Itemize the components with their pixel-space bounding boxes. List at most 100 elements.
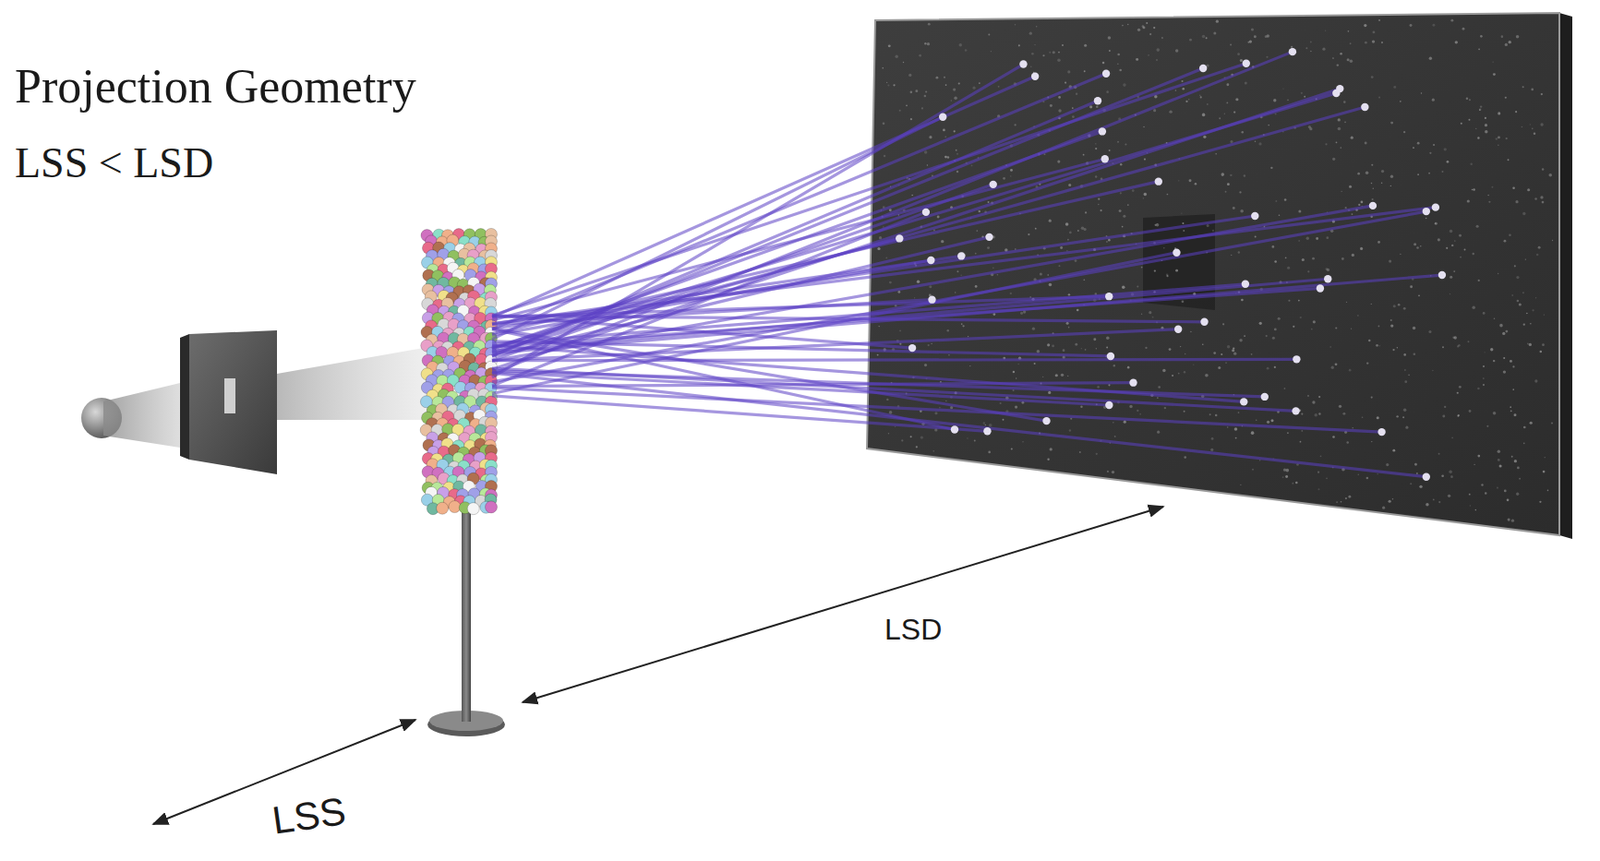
noise-speck	[1065, 222, 1070, 227]
noise-speck	[1509, 406, 1512, 409]
noise-speck	[1359, 247, 1363, 251]
noise-speck	[1181, 87, 1185, 91]
noise-speck	[1010, 292, 1012, 295]
noise-speck	[1164, 407, 1167, 410]
noise-speck	[1175, 269, 1179, 273]
noise-speck	[1168, 348, 1172, 351]
noise-speck	[1541, 201, 1545, 205]
diffraction-spot	[1042, 417, 1050, 425]
noise-speck	[1330, 346, 1332, 348]
noise-speck	[1534, 379, 1538, 383]
noise-speck	[1014, 248, 1017, 251]
noise-speck	[1154, 269, 1156, 272]
noise-speck	[1511, 456, 1514, 458]
noise-speck	[1141, 312, 1143, 314]
noise-speck	[1544, 457, 1546, 458]
noise-speck	[1136, 409, 1139, 412]
noise-speck	[958, 82, 961, 85]
noise-speck	[1292, 325, 1295, 328]
noise-speck	[1350, 213, 1353, 216]
noise-speck	[1080, 406, 1083, 409]
noise-speck	[1161, 36, 1164, 39]
diffraction-spot	[957, 252, 965, 260]
noise-speck	[1106, 470, 1109, 473]
noise-speck	[1046, 343, 1050, 347]
noise-speck	[1270, 167, 1273, 169]
noise-speck	[1258, 142, 1262, 145]
noise-speck	[888, 44, 891, 48]
noise-speck	[1048, 51, 1051, 54]
noise-speck	[1539, 501, 1541, 504]
noise-speck	[1335, 141, 1338, 144]
noise-speck	[928, 285, 932, 289]
noise-speck	[886, 82, 888, 84]
noise-speck	[1010, 168, 1013, 172]
diffraction-spot	[922, 208, 930, 217]
noise-speck	[1251, 469, 1254, 471]
noise-speck	[1508, 40, 1512, 44]
noise-speck	[1543, 313, 1545, 315]
noise-speck	[1541, 168, 1544, 170]
noise-speck	[908, 73, 912, 77]
noise-speck	[1048, 219, 1052, 223]
noise-speck	[1178, 372, 1180, 375]
noise-speck	[1491, 186, 1493, 189]
noise-speck	[1251, 353, 1253, 356]
noise-speck	[1123, 421, 1127, 424]
noise-speck	[1155, 48, 1160, 52]
noise-speck	[1456, 345, 1459, 348]
noise-speck	[1129, 405, 1132, 409]
noise-speck	[1515, 35, 1520, 39]
noise-speck	[1332, 57, 1335, 60]
noise-speck	[974, 439, 976, 442]
noise-speck	[992, 267, 994, 269]
noise-speck	[926, 42, 930, 46]
aperture-edge	[180, 334, 190, 460]
noise-speck	[1492, 61, 1494, 63]
noise-speck	[1467, 199, 1470, 203]
noise-speck	[1155, 59, 1158, 61]
noise-speck	[1507, 518, 1511, 522]
noise-speck	[1111, 470, 1115, 474]
noise-speck	[933, 450, 935, 452]
noise-speck	[1371, 303, 1372, 305]
noise-speck	[1282, 476, 1285, 479]
noise-speck	[1488, 201, 1491, 204]
noise-speck	[1107, 36, 1112, 40]
noise-speck	[1259, 322, 1263, 325]
noise-speck	[1431, 98, 1435, 102]
noise-speck	[1522, 291, 1525, 294]
noise-speck	[1475, 509, 1478, 512]
noise-speck	[1382, 506, 1385, 510]
diffraction-ray	[492, 68, 1204, 357]
noise-speck	[1119, 192, 1122, 194]
noise-speck	[1181, 222, 1184, 225]
noise-speck	[910, 91, 914, 95]
noise-speck	[1149, 33, 1152, 36]
title: Projection Geometry	[14, 59, 417, 114]
noise-speck	[964, 48, 968, 52]
noise-speck	[1515, 110, 1517, 113]
noise-speck	[1202, 35, 1206, 39]
noise-speck	[1393, 85, 1396, 89]
noise-speck	[1409, 24, 1413, 27]
noise-speck	[1156, 396, 1159, 399]
noise-speck	[971, 164, 974, 167]
noise-speck	[1084, 348, 1087, 351]
noise-speck	[1468, 409, 1472, 413]
noise-speck	[887, 84, 890, 86]
noise-speck	[1106, 336, 1110, 340]
noise-speck	[1069, 231, 1072, 235]
noise-speck	[1347, 30, 1350, 33]
diffraction-ray	[492, 73, 1107, 330]
noise-speck	[1464, 249, 1467, 252]
noise-speck	[1501, 35, 1504, 38]
noise-speck	[927, 23, 931, 26]
diffraction-spot	[1323, 275, 1332, 283]
noise-speck	[1229, 140, 1233, 144]
noise-speck	[1272, 336, 1276, 340]
noise-speck	[926, 164, 928, 166]
noise-speck	[1175, 48, 1179, 52]
diffraction-spot	[985, 233, 993, 241]
diffraction-spot	[1431, 203, 1440, 211]
